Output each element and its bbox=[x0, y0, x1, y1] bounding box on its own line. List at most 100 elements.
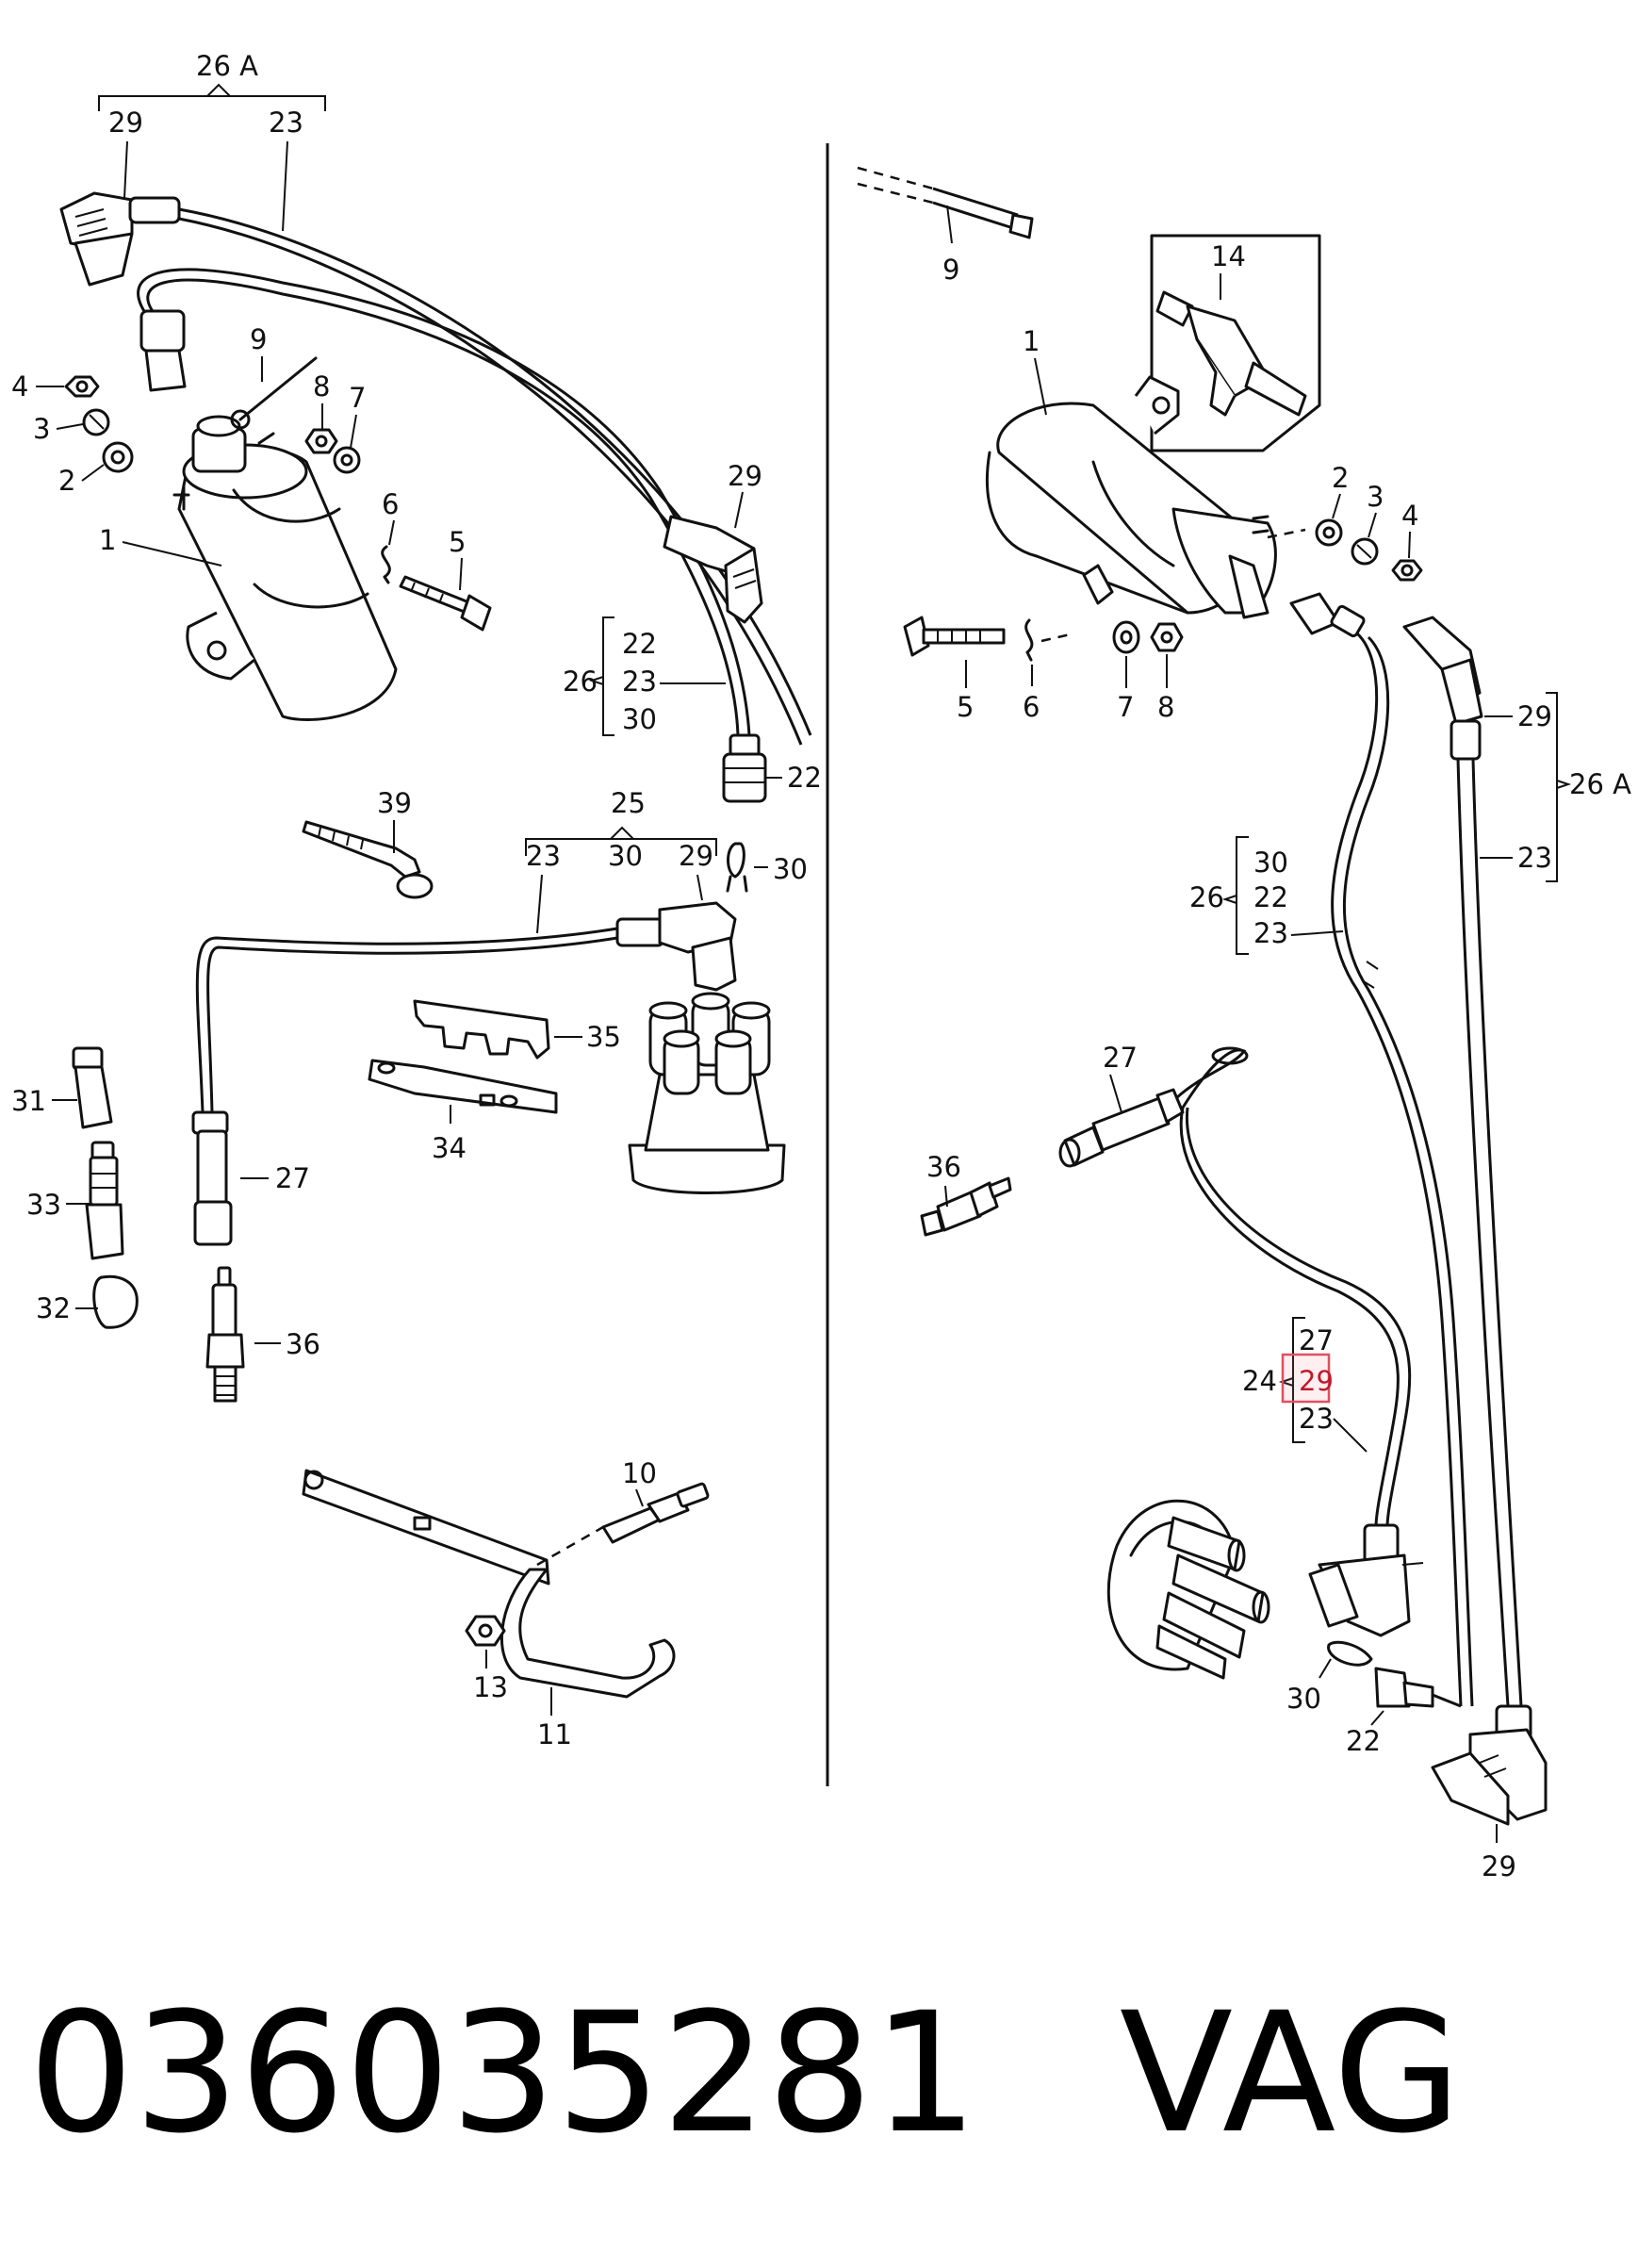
spark-plug-connector-top-left bbox=[59, 191, 181, 287]
nut-13 bbox=[465, 1615, 506, 1647]
label-23-in-25: 23 bbox=[526, 840, 561, 872]
label-6-left: 6 bbox=[382, 488, 399, 520]
washer-7-left bbox=[333, 446, 361, 474]
label-24: 24 bbox=[1242, 1365, 1277, 1397]
washer-2-right bbox=[1315, 518, 1343, 547]
coil-terminal-boot-left bbox=[139, 309, 187, 392]
label-4-right: 4 bbox=[1401, 500, 1418, 532]
lock-washer-3-right bbox=[1351, 537, 1379, 566]
label-39: 39 bbox=[377, 787, 412, 819]
label-27-left: 27 bbox=[275, 1162, 310, 1194]
label-30-right: 30 bbox=[1286, 1683, 1321, 1715]
label-35: 35 bbox=[586, 1021, 621, 1053]
label-10: 10 bbox=[622, 1457, 657, 1489]
switch-14 bbox=[1155, 290, 1307, 417]
label-30-in-26-right: 30 bbox=[1253, 846, 1288, 879]
label-22-in-26-left: 22 bbox=[622, 628, 657, 660]
cap-32 bbox=[92, 1274, 139, 1329]
label-8-left: 8 bbox=[313, 370, 330, 403]
ignition-coil-left bbox=[172, 415, 398, 721]
label-26-left: 26 bbox=[563, 666, 598, 698]
nut-4-right bbox=[1391, 559, 1423, 582]
washer-2-left bbox=[102, 441, 134, 473]
brand: VAG bbox=[1119, 1977, 1462, 2170]
label-26a-left: 26 A bbox=[196, 50, 258, 82]
bolt-5-left bbox=[399, 575, 492, 632]
label-31: 31 bbox=[11, 1085, 46, 1117]
label-1-right: 1 bbox=[1023, 325, 1040, 357]
distributor-boot-29-right bbox=[1308, 1523, 1424, 1637]
label-8-right: 8 bbox=[1157, 691, 1174, 723]
label-7-right: 7 bbox=[1117, 691, 1134, 723]
label-26a-right: 26 A bbox=[1569, 768, 1631, 800]
label-1-left: 1 bbox=[99, 524, 116, 556]
ht-lead-26a-right bbox=[1456, 758, 1510, 1707]
glow-plug-10 bbox=[601, 1482, 710, 1544]
ignition-coil-right bbox=[985, 375, 1277, 619]
connector-31 bbox=[72, 1046, 113, 1129]
clip-6-left bbox=[381, 545, 391, 584]
connector-22-right bbox=[1374, 1667, 1434, 1708]
label-5-left: 5 bbox=[449, 526, 466, 558]
distributor-boot-29-left bbox=[663, 515, 763, 624]
label-23-left-top: 23 bbox=[269, 107, 303, 139]
coil-lead-25 bbox=[195, 927, 618, 1113]
nut-8-right bbox=[1150, 622, 1184, 652]
label-27-right: 27 bbox=[1103, 1042, 1138, 1074]
highlight-box bbox=[1281, 1353, 1331, 1404]
clip-6-right bbox=[1024, 618, 1034, 662]
label-30-in-25: 30 bbox=[608, 840, 643, 872]
label-4-left: 4 bbox=[11, 370, 28, 403]
coil-boot-26-right bbox=[1289, 592, 1366, 638]
label-5-right: 5 bbox=[957, 691, 974, 723]
distributor-boot-25 bbox=[615, 901, 737, 992]
ht-lead-26-right bbox=[1331, 632, 1463, 1707]
label-23-right-top: 23 bbox=[1517, 842, 1552, 874]
ignition-parts-diagram: 26 A 29 23 29 bbox=[11, 50, 1631, 1882]
label-30-in-26-left: 30 bbox=[622, 703, 657, 735]
label-29-right-bottom: 29 bbox=[1482, 1850, 1516, 1882]
label-29-right-top: 29 bbox=[1517, 700, 1552, 732]
label-22-in-26-right: 22 bbox=[1253, 881, 1288, 913]
label-3-right: 3 bbox=[1367, 481, 1384, 513]
label-23-in-24: 23 bbox=[1299, 1403, 1334, 1435]
clip-30-right bbox=[1327, 1640, 1373, 1667]
label-22-right: 22 bbox=[1346, 1725, 1381, 1757]
label-30-left: 30 bbox=[773, 853, 808, 885]
caption: 036035281 VAG bbox=[28, 1975, 1462, 2173]
label-36-right: 36 bbox=[926, 1151, 961, 1183]
label-9-right: 9 bbox=[942, 254, 959, 286]
spark-plug-36-right bbox=[920, 1176, 1012, 1237]
part-number: 036035281 bbox=[28, 1977, 978, 2170]
cable-tie-39 bbox=[302, 820, 434, 899]
earth-wire-9-right bbox=[932, 187, 1019, 230]
bolt-5-right bbox=[903, 616, 1006, 657]
label-3-left: 3 bbox=[33, 413, 50, 445]
left-panel: 26 A 29 23 29 bbox=[11, 50, 822, 1750]
earth-strap-11 bbox=[302, 1469, 676, 1699]
suppressor-connector-27-right bbox=[1058, 1088, 1185, 1168]
lock-washer-3-left bbox=[82, 408, 110, 436]
label-34: 34 bbox=[432, 1132, 467, 1164]
label-25: 25 bbox=[611, 787, 646, 819]
label-32: 32 bbox=[36, 1292, 71, 1324]
label-14: 14 bbox=[1211, 240, 1246, 272]
ht-lead-26-left bbox=[137, 268, 751, 736]
ht-lead-24 bbox=[1174, 1048, 1400, 1528]
label-13: 13 bbox=[473, 1671, 508, 1703]
label-22-left: 22 bbox=[787, 762, 822, 794]
label-27-in-24: 27 bbox=[1299, 1324, 1334, 1356]
right-panel: 9 14 1 2 3 4 bbox=[857, 166, 1631, 1882]
label-26-right: 26 bbox=[1189, 881, 1224, 913]
mounting-plate-34 bbox=[368, 1059, 558, 1114]
label-29-left-mid: 29 bbox=[728, 460, 762, 492]
label-29-in-25: 29 bbox=[679, 840, 713, 872]
suppressor-connector-27-left bbox=[191, 1110, 233, 1246]
cable-bracket-35 bbox=[413, 999, 550, 1060]
label-9-left: 9 bbox=[250, 323, 267, 355]
distributor-cap-right bbox=[1106, 1499, 1270, 1680]
label-7-left: 7 bbox=[349, 382, 366, 414]
label-36-left: 36 bbox=[286, 1328, 320, 1360]
connector-33 bbox=[85, 1141, 124, 1260]
nut-8-left bbox=[304, 428, 338, 454]
